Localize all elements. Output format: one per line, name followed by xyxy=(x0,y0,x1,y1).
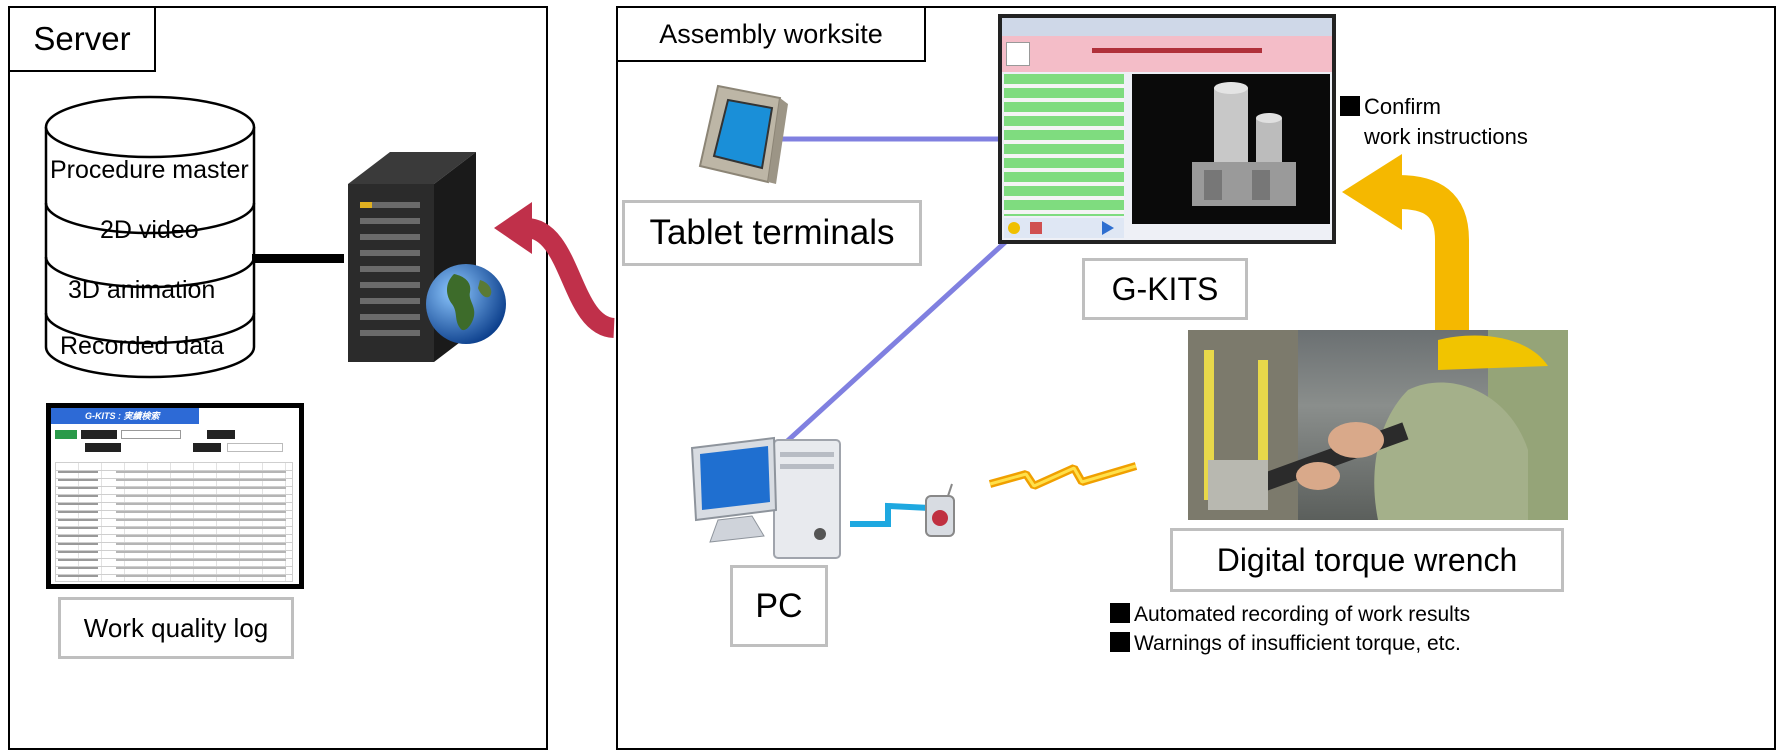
db-layer-3d-animation: 3D animation xyxy=(68,276,216,304)
cable-receiver-icon xyxy=(850,483,955,537)
3d-animation-icon xyxy=(1192,82,1296,206)
wrench-label-box: Digital torque wrench xyxy=(1170,528,1564,592)
work-quality-log-label-box: Work quality log xyxy=(58,597,294,659)
gkits-label: G-KITS xyxy=(1111,270,1219,307)
work-quality-log-label: Work quality log xyxy=(83,612,269,643)
gkits-label-box: G-KITS xyxy=(1082,258,1248,320)
worksite-title: Assembly worksite xyxy=(659,18,883,49)
gkits-side-panel xyxy=(1004,74,1124,216)
database-cylinder-icon xyxy=(44,95,256,379)
confirm-note-line1: Confirm xyxy=(1364,94,1442,119)
note-torque-warning: Warnings of insufficient torque, etc. xyxy=(1134,632,1461,655)
note-automated-recording: Automated recording of work results xyxy=(1134,603,1471,626)
torque-wrench-photo xyxy=(1188,330,1568,520)
confirm-arrow-icon xyxy=(1342,154,1469,356)
db-layer-recorded-data: Recorded data xyxy=(60,332,225,360)
log-window-titlebar: G-KITS : 実績検索 xyxy=(51,408,199,424)
server-tower-icon xyxy=(348,152,476,362)
server-title-box: Server xyxy=(8,6,156,72)
db-server-connector xyxy=(252,254,344,263)
wireless-signal-icon xyxy=(988,462,1138,490)
note-bullet-icon xyxy=(1110,632,1130,652)
wrench-label: Digital torque wrench xyxy=(1216,541,1518,578)
wrench-notes: Automated recording of work results Warn… xyxy=(1110,600,1470,658)
confirm-note: Confirm work instructions xyxy=(1340,92,1528,152)
log-window-title: G-KITS : 実績検索 xyxy=(85,411,160,421)
gkits-header xyxy=(1002,36,1332,72)
pc-icon xyxy=(690,436,841,559)
confirm-note-line2: work instructions xyxy=(1364,124,1528,149)
gkits-video-area xyxy=(1132,74,1330,224)
note-item: Automated recording of work results xyxy=(1110,600,1470,629)
note-bullet-icon xyxy=(1110,603,1130,623)
tablet-icon xyxy=(698,84,788,184)
db-layer-procedure-master: Procedure master xyxy=(50,156,249,184)
log-table xyxy=(55,462,293,582)
db-layer-2d-video: 2D video xyxy=(100,216,199,244)
worksite-title-box: Assembly worksite xyxy=(616,6,926,62)
note-item: Warnings of insufficient torque, etc. xyxy=(1110,629,1470,658)
globe-icon xyxy=(426,264,506,344)
tablet-label-box: Tablet terminals xyxy=(622,200,922,266)
server-title: Server xyxy=(33,20,131,57)
pc-label: PC xyxy=(755,586,803,625)
pc-label-box: PC xyxy=(730,565,828,647)
gkits-screen xyxy=(998,14,1336,244)
tablet-label: Tablet terminals xyxy=(649,213,895,252)
confirm-bullet-icon xyxy=(1340,96,1360,116)
work-quality-log-screen: G-KITS : 実績検索 xyxy=(46,403,304,589)
